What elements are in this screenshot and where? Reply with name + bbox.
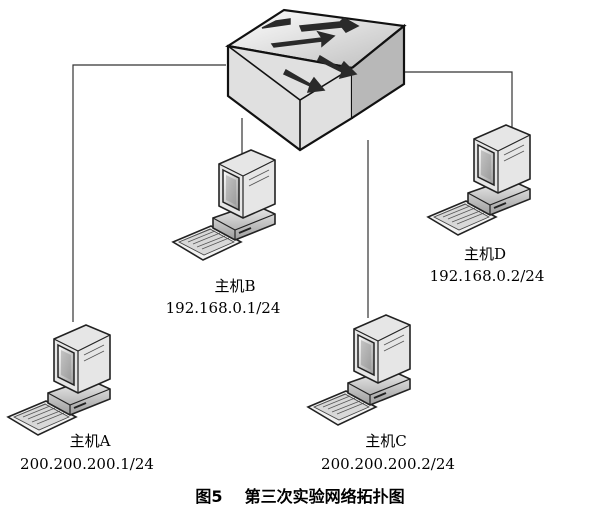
host-d-name: 主机D	[463, 245, 507, 263]
host-d-computer-icon	[427, 124, 531, 236]
host-b-name: 主机B	[214, 277, 256, 295]
host-d-ip: 192.168.0.2/24	[429, 267, 545, 285]
figure-number: 图5	[195, 487, 223, 506]
link-switch-to-host-d	[388, 71, 513, 130]
host-c-computer-icon	[307, 314, 411, 426]
host-c-ip: 200.200.200.2/24	[321, 455, 455, 473]
host-b-computer-icon	[172, 149, 276, 261]
host-a-name: 主机A	[69, 432, 111, 450]
host-a-ip: 200.200.200.1/24	[20, 455, 154, 473]
network-links	[72, 64, 513, 322]
link-switch-to-host-a	[72, 64, 226, 322]
switch-icon	[225, 8, 407, 152]
figure-caption: 图5 第三次实验网络拓扑图	[195, 483, 404, 507]
figure-title: 第三次实验网络拓扑图	[244, 487, 405, 506]
host-b-ip: 192.168.0.1/24	[165, 299, 281, 317]
host-a-computer-icon	[7, 324, 111, 436]
host-c-name: 主机C	[365, 432, 407, 450]
